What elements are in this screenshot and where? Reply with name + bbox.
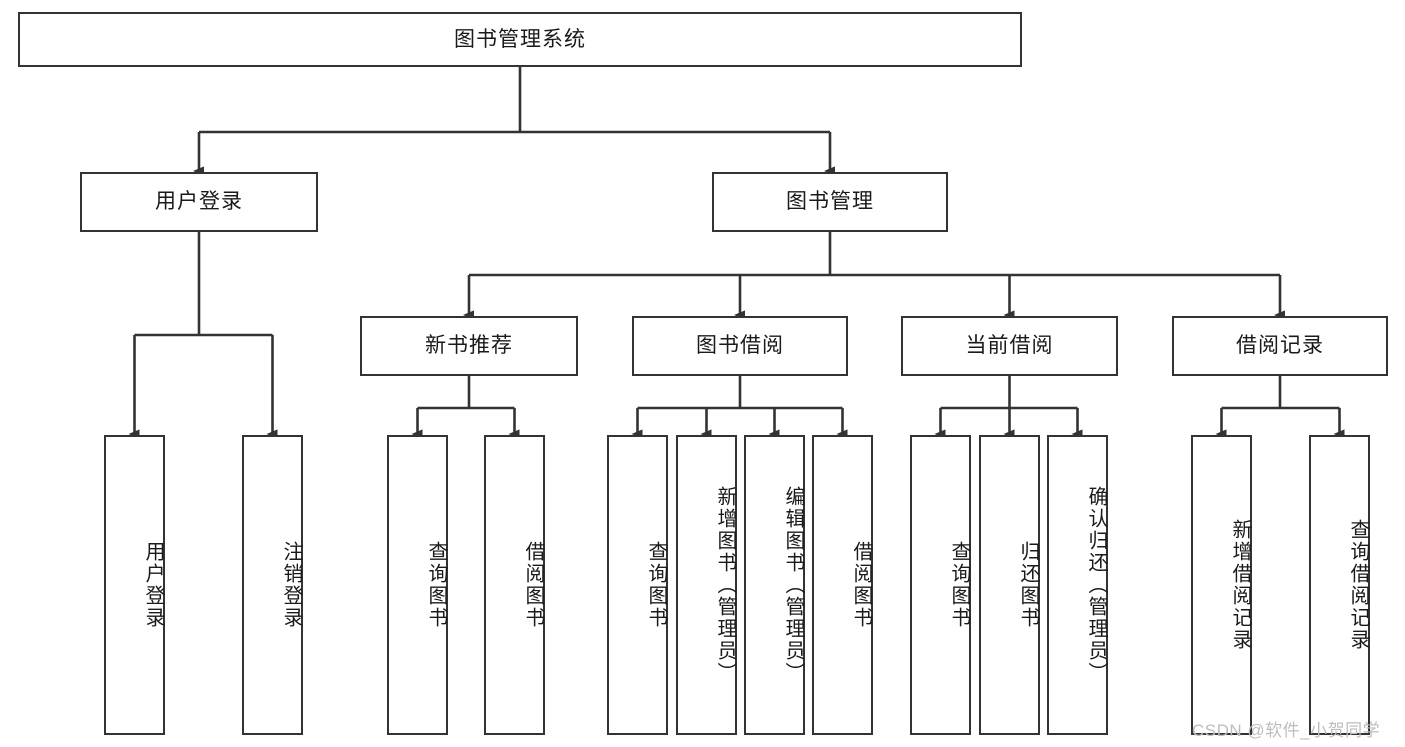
node-label: 借阅记录 (1236, 334, 1324, 358)
node-label: 确认归还（管理员） (1085, 486, 1107, 684)
node-leaf-query-book-rec[interactable]: 查询图书 (387, 435, 448, 735)
node-leaf-query-record[interactable]: 查询借阅记录 (1309, 435, 1370, 735)
node-label: 借阅图书 (522, 541, 544, 629)
node-leaf-confirm-return[interactable]: 确认归还（管理员） (1047, 435, 1108, 735)
node-label: 用户登录 (155, 190, 243, 214)
csdn-watermark: CSDN @软件_小贺同学 (1192, 721, 1381, 740)
node-leaf-edit-book[interactable]: 编辑图书（管理员） (744, 435, 805, 735)
node-leaf-logout[interactable]: 注销登录 (242, 435, 303, 735)
node-leaf-add-book[interactable]: 新增图书（管理员） (676, 435, 737, 735)
node-root[interactable]: 图书管理系统 (18, 12, 1022, 67)
node-label: 新增图书（管理员） (714, 486, 736, 684)
node-book-manage[interactable]: 图书管理 (712, 172, 948, 232)
node-leaf-borrow-book[interactable]: 借阅图书 (812, 435, 873, 735)
node-label: 注销登录 (280, 541, 302, 629)
node-leaf-return-book[interactable]: 归还图书 (979, 435, 1040, 735)
node-label: 图书借阅 (696, 334, 784, 358)
node-leaf-add-record[interactable]: 新增借阅记录 (1191, 435, 1252, 735)
node-book-borrow[interactable]: 图书借阅 (632, 316, 848, 376)
node-leaf-user-login[interactable]: 用户登录 (104, 435, 165, 735)
node-label: 新增借阅记录 (1229, 519, 1251, 651)
node-borrow-record[interactable]: 借阅记录 (1172, 316, 1388, 376)
node-label: 查询借阅记录 (1347, 519, 1369, 651)
node-label: 图书管理 (786, 190, 874, 214)
node-label: 用户登录 (142, 541, 164, 629)
node-label: 借阅图书 (850, 541, 872, 629)
node-current-borrow[interactable]: 当前借阅 (901, 316, 1118, 376)
node-label: 新书推荐 (425, 334, 513, 358)
node-label: 查询图书 (425, 541, 447, 629)
node-leaf-query-book-borrow[interactable]: 查询图书 (607, 435, 668, 735)
node-new-book-rec[interactable]: 新书推荐 (360, 316, 578, 376)
node-label: 编辑图书（管理员） (782, 486, 804, 684)
node-label: 归还图书 (1017, 541, 1039, 629)
node-label: 图书管理系统 (454, 27, 586, 51)
node-label: 查询图书 (645, 541, 667, 629)
node-user-login[interactable]: 用户登录 (80, 172, 318, 232)
node-label: 查询图书 (948, 541, 970, 629)
node-leaf-query-book-cur[interactable]: 查询图书 (910, 435, 971, 735)
node-label: 当前借阅 (965, 334, 1054, 358)
node-leaf-borrow-book-rec[interactable]: 借阅图书 (484, 435, 545, 735)
